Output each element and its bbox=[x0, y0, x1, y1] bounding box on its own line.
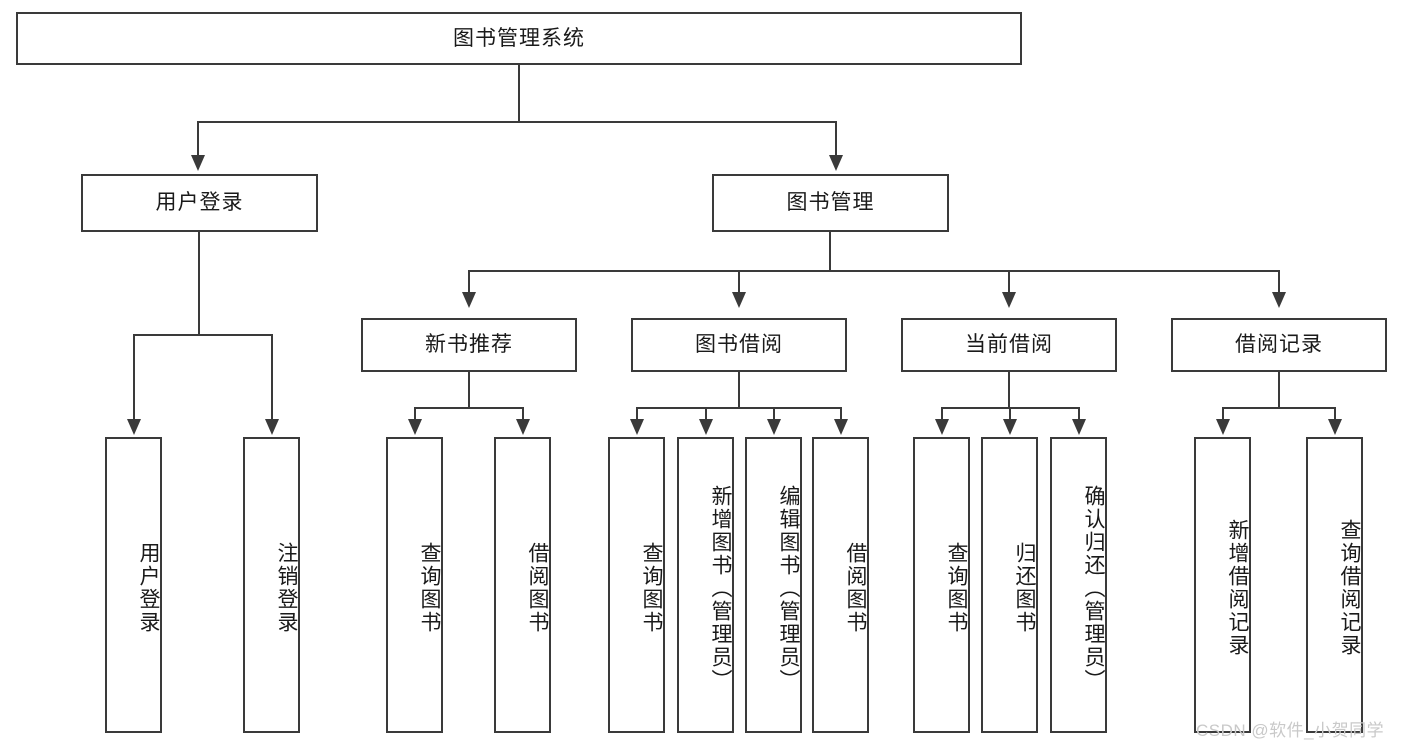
arrow-user-login-leaf-2 bbox=[265, 419, 279, 435]
leaf-bb-edit-book-admin[interactable]: 编辑图书（管理员） bbox=[745, 437, 802, 733]
leaf-label: 注销登录 bbox=[275, 542, 298, 634]
node-user-login-label: 用户登录 bbox=[155, 191, 244, 215]
edge-book-manage-drop-4 bbox=[1278, 270, 1280, 295]
edge-bb-drop-1 bbox=[636, 407, 638, 422]
leaf-bb-borrow-book[interactable]: 借阅图书 bbox=[812, 437, 869, 733]
edge-cb-drop-3 bbox=[1078, 407, 1080, 422]
edge-user-login-drop-1 bbox=[133, 334, 135, 422]
leaf-label: 查询图书 bbox=[945, 542, 968, 634]
leaf-user-login-logout[interactable]: 注销登录 bbox=[243, 437, 300, 733]
edge-root-stem bbox=[518, 65, 520, 122]
leaf-bb-query-book[interactable]: 查询图书 bbox=[608, 437, 665, 733]
arrow-book-manage-child-1 bbox=[462, 292, 476, 308]
edge-book-manage-drop-1 bbox=[468, 270, 470, 295]
node-book-borrow-label: 图书借阅 bbox=[695, 333, 783, 357]
leaf-br-add-record[interactable]: 新增借阅记录 bbox=[1194, 437, 1251, 733]
edge-root-to-user-login bbox=[197, 121, 199, 158]
edge-root-bus bbox=[197, 121, 837, 123]
edge-root-to-book-manage bbox=[835, 121, 837, 158]
edge-bb-drop-3 bbox=[773, 407, 775, 422]
leaf-cb-return-book[interactable]: 归还图书 bbox=[981, 437, 1038, 733]
edge-bb-drop-2 bbox=[705, 407, 707, 422]
edge-nbr-drop-2 bbox=[522, 407, 524, 422]
edge-br-drop-1 bbox=[1222, 407, 1224, 422]
edge-book-manage-drop-2 bbox=[738, 270, 740, 295]
node-new-book-recommend[interactable]: 新书推荐 bbox=[361, 318, 577, 372]
arrow-cb-leaf-2 bbox=[1003, 419, 1017, 435]
edge-book-manage-drop-3 bbox=[1008, 270, 1010, 295]
arrow-root-to-book-manage bbox=[829, 155, 843, 171]
watermark-text: CSDN @软件_小贺同学 bbox=[1196, 721, 1385, 740]
edge-user-login-stem bbox=[198, 232, 200, 335]
edge-user-login-bus bbox=[133, 334, 273, 336]
leaf-user-login-login[interactable]: 用户登录 bbox=[105, 437, 162, 733]
node-root[interactable]: 图书管理系统 bbox=[16, 12, 1022, 65]
node-new-book-recommend-label: 新书推荐 bbox=[425, 333, 513, 357]
node-current-borrow[interactable]: 当前借阅 bbox=[901, 318, 1117, 372]
arrow-book-manage-child-2 bbox=[732, 292, 746, 308]
node-user-login[interactable]: 用户登录 bbox=[81, 174, 318, 232]
edge-br-drop-2 bbox=[1334, 407, 1336, 422]
arrow-book-manage-child-4 bbox=[1272, 292, 1286, 308]
edge-book-manage-bus bbox=[468, 270, 1280, 272]
node-borrow-record-label: 借阅记录 bbox=[1235, 333, 1323, 357]
arrow-cb-leaf-1 bbox=[935, 419, 949, 435]
leaf-label: 编辑图书（管理员） bbox=[777, 484, 800, 692]
leaf-label: 新增图书（管理员） bbox=[709, 484, 732, 692]
edge-book-borrow-bus bbox=[636, 407, 842, 409]
arrow-user-login-leaf-1 bbox=[127, 419, 141, 435]
edge-cb-drop-1 bbox=[941, 407, 943, 422]
leaf-label: 借阅图书 bbox=[844, 542, 867, 634]
arrow-root-to-user-login bbox=[191, 155, 205, 171]
arrow-br-leaf-1 bbox=[1216, 419, 1230, 435]
leaf-nbr-borrow-book[interactable]: 借阅图书 bbox=[494, 437, 551, 733]
node-borrow-record[interactable]: 借阅记录 bbox=[1171, 318, 1387, 372]
leaf-br-query-record[interactable]: 查询借阅记录 bbox=[1306, 437, 1363, 733]
edge-user-login-drop-2 bbox=[271, 334, 273, 422]
edge-cb-drop-2 bbox=[1009, 407, 1011, 422]
edge-new-book-recommend-bus bbox=[414, 407, 524, 409]
leaf-label: 查询借阅记录 bbox=[1338, 519, 1361, 657]
arrow-bb-leaf-3 bbox=[767, 419, 781, 435]
node-book-manage-label: 图书管理 bbox=[786, 191, 875, 215]
leaf-label: 查询图书 bbox=[418, 542, 441, 634]
arrow-cb-leaf-3 bbox=[1072, 419, 1086, 435]
edge-current-borrow-stem bbox=[1008, 372, 1010, 408]
edge-book-borrow-stem bbox=[738, 372, 740, 408]
leaf-label: 新增借阅记录 bbox=[1226, 519, 1249, 657]
edge-bb-drop-4 bbox=[840, 407, 842, 422]
leaf-label: 查询图书 bbox=[640, 542, 663, 634]
leaf-label: 确认归还（管理员） bbox=[1082, 484, 1105, 692]
arrow-bb-leaf-2 bbox=[699, 419, 713, 435]
arrow-br-leaf-2 bbox=[1328, 419, 1342, 435]
leaf-cb-query-book[interactable]: 查询图书 bbox=[913, 437, 970, 733]
node-current-borrow-label: 当前借阅 bbox=[965, 333, 1053, 357]
edge-nbr-drop-1 bbox=[414, 407, 416, 422]
arrow-bb-leaf-4 bbox=[834, 419, 848, 435]
node-root-label: 图书管理系统 bbox=[453, 26, 585, 50]
arrow-nbr-leaf-1 bbox=[408, 419, 422, 435]
leaf-nbr-query-book[interactable]: 查询图书 bbox=[386, 437, 443, 733]
arrow-nbr-leaf-2 bbox=[516, 419, 530, 435]
edge-book-manage-stem bbox=[829, 232, 831, 271]
node-book-borrow[interactable]: 图书借阅 bbox=[631, 318, 847, 372]
leaf-label: 归还图书 bbox=[1013, 542, 1036, 634]
node-book-manage[interactable]: 图书管理 bbox=[712, 174, 949, 232]
edge-new-book-recommend-stem bbox=[468, 372, 470, 408]
arrow-book-manage-child-3 bbox=[1002, 292, 1016, 308]
arrow-bb-leaf-1 bbox=[630, 419, 644, 435]
edge-borrow-record-bus bbox=[1222, 407, 1336, 409]
leaf-cb-confirm-return-admin[interactable]: 确认归还（管理员） bbox=[1050, 437, 1107, 733]
leaf-bb-add-book-admin[interactable]: 新增图书（管理员） bbox=[677, 437, 734, 733]
leaf-label: 用户登录 bbox=[137, 542, 160, 634]
edge-borrow-record-stem bbox=[1278, 372, 1280, 408]
leaf-label: 借阅图书 bbox=[526, 542, 549, 634]
